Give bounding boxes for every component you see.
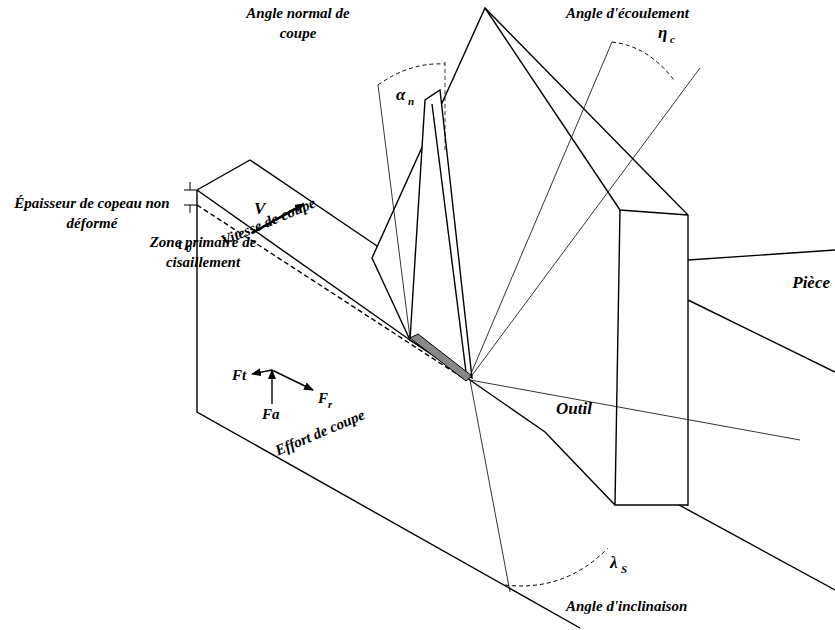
subscript: c xyxy=(670,32,675,47)
thickness-label: Épaisseur de copeau non déformé xyxy=(4,193,180,234)
angle-label: Angle d'inclinaison xyxy=(566,596,687,616)
subscript: n xyxy=(408,94,414,109)
force-label: Effort de coupe xyxy=(272,405,368,461)
subscript: r xyxy=(328,397,332,412)
greek-symbol: λ xyxy=(610,552,618,575)
greek-symbol: η xyxy=(658,22,667,45)
part-name: Pièce xyxy=(792,272,830,295)
angle-label: Angle normal de coupe xyxy=(228,3,368,44)
force-symbol: F xyxy=(318,388,328,408)
part-name: Outil xyxy=(556,398,592,421)
force-symbol: Fa xyxy=(262,404,280,424)
angle-label: Angle d'écoulement xyxy=(566,3,689,23)
force-symbol: Ft xyxy=(232,365,246,385)
subscript: S xyxy=(621,562,627,577)
velocity-label: Vitesse de coupe xyxy=(218,193,319,251)
symbol: t xyxy=(178,234,182,254)
subscript: 0 xyxy=(186,241,192,256)
greek-symbol: α xyxy=(396,84,405,107)
